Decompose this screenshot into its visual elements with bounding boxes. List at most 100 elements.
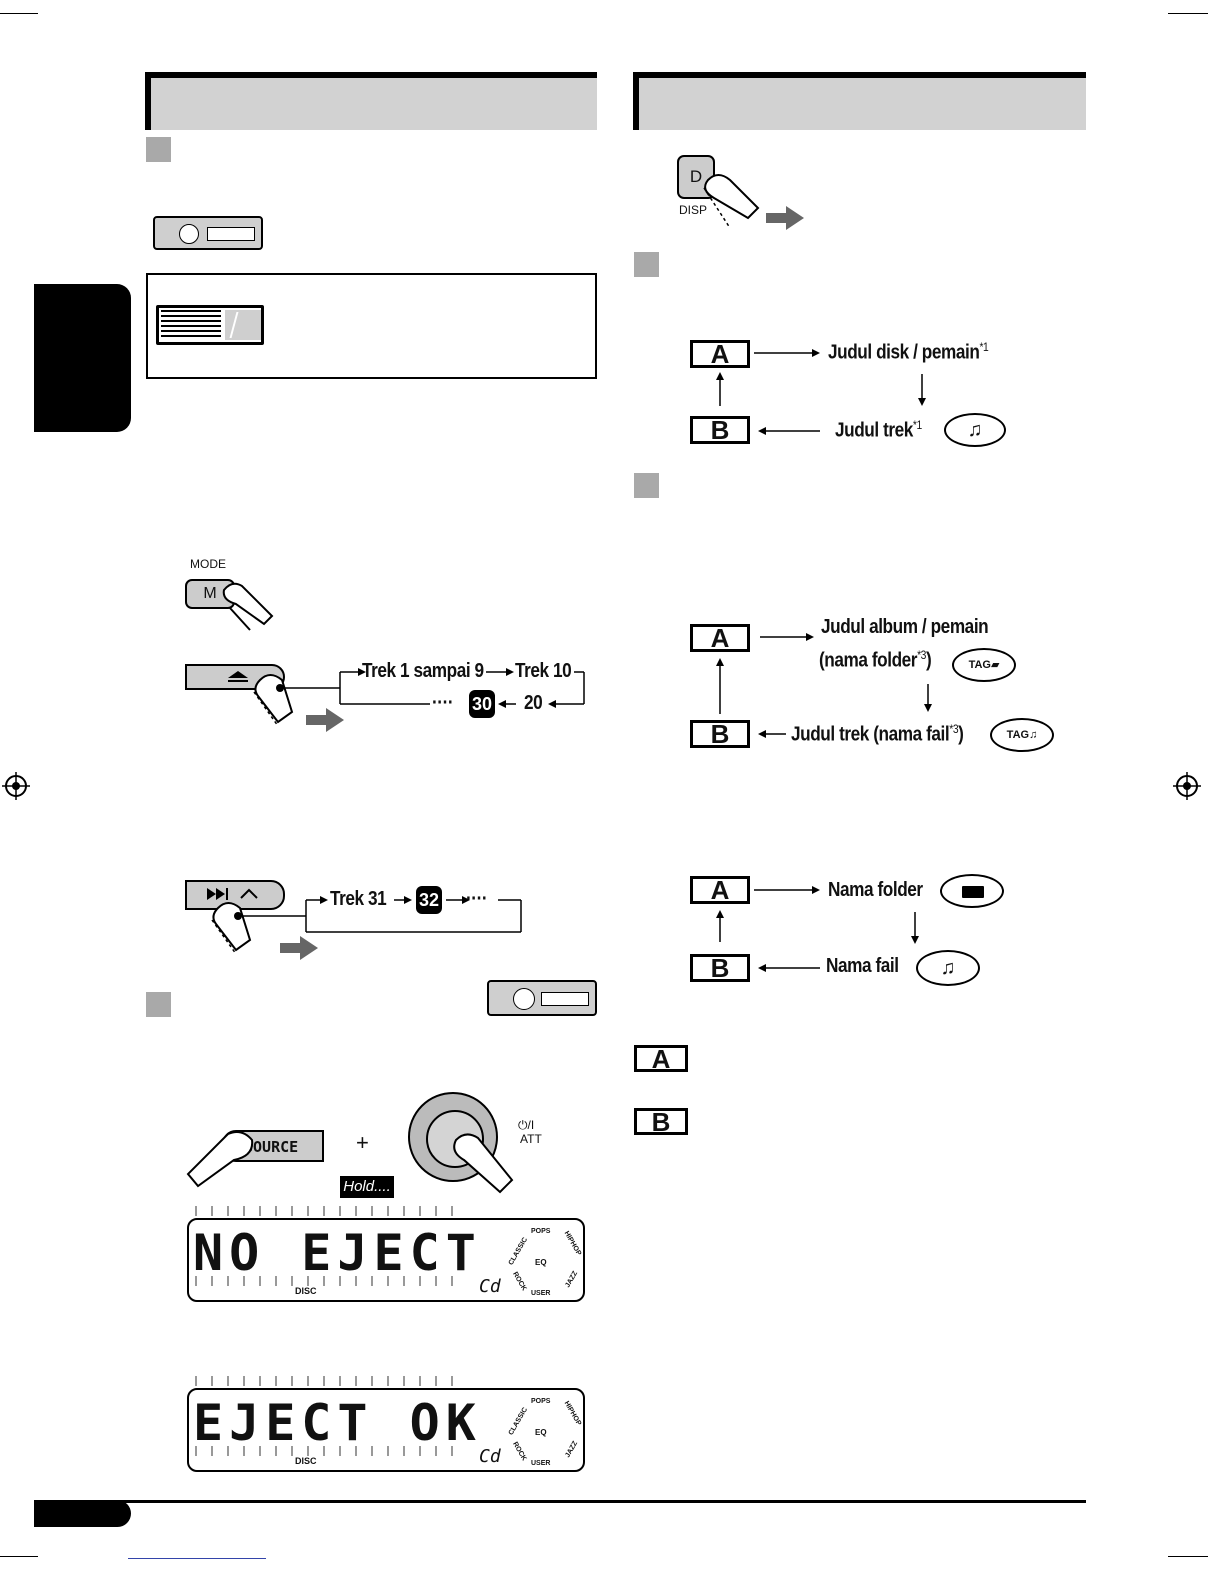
flow3-box-a: A bbox=[690, 876, 750, 904]
disc-slot-icon bbox=[487, 980, 597, 1016]
crop-mark bbox=[1168, 13, 1208, 14]
eq-user: USER bbox=[531, 1460, 551, 1467]
legend-box-b: B bbox=[634, 1108, 688, 1135]
lcd-display-eject-ok: EJECT OK Cd DISC POPS HIPHOP CLASSIC EQ … bbox=[187, 1388, 585, 1472]
arrow-right-icon bbox=[306, 708, 344, 732]
plus-sign: + bbox=[356, 1130, 369, 1155]
language-tab bbox=[34, 284, 131, 432]
right-section-header bbox=[633, 72, 1086, 130]
track-seq1-dots: ···· bbox=[432, 692, 454, 714]
hold-badge: Hold.... bbox=[340, 1176, 394, 1198]
eq-rock: ROCK bbox=[511, 1270, 528, 1293]
pointing-hand-icon bbox=[211, 902, 252, 955]
power-label: ⏻/I bbox=[518, 1118, 535, 1132]
arrow-right-icon bbox=[766, 206, 804, 230]
pointing-hand-icon bbox=[253, 674, 294, 727]
lcd-main-text: EJECT OK bbox=[193, 1394, 482, 1452]
tag-music-icon: TAG♫ bbox=[990, 718, 1054, 752]
eq-classic: CLASSIC bbox=[507, 1236, 530, 1267]
left-section-header bbox=[145, 72, 597, 130]
step-marker bbox=[634, 252, 659, 277]
eq-hiphop: HIPHOP bbox=[562, 1400, 583, 1427]
att-label: ATT bbox=[520, 1132, 542, 1146]
note-box bbox=[146, 273, 597, 379]
disp-button[interactable]: D bbox=[677, 155, 715, 199]
flow1-box-b: B bbox=[690, 416, 750, 444]
eq-pops: POPS bbox=[531, 1228, 551, 1235]
track-seq2-first: Trek 31 bbox=[330, 888, 387, 910]
track-sequence-lines bbox=[242, 896, 522, 933]
step-marker bbox=[146, 137, 171, 162]
mode-caption: MODE bbox=[190, 557, 226, 571]
music-note-icon: ♫ bbox=[944, 413, 1006, 447]
eq-pops: POPS bbox=[531, 1398, 551, 1405]
lcd-disc-label: DISC bbox=[295, 1286, 317, 1296]
flow1-a-label: Judul disk / pemain*1 bbox=[828, 340, 989, 364]
registration-mark-icon bbox=[1173, 772, 1201, 800]
track-sequence-lines bbox=[282, 668, 585, 708]
flow2-box-b: B bbox=[690, 720, 750, 748]
tag-folder-icon: TAG▰ bbox=[952, 648, 1016, 682]
eq-user: USER bbox=[531, 1290, 551, 1297]
lcd-sub-text: Cd bbox=[479, 1446, 501, 1467]
flow2-box-a: A bbox=[690, 624, 750, 652]
eq-center: EQ bbox=[535, 1428, 547, 1437]
flow3-a-label: Nama folder bbox=[828, 879, 923, 901]
eq-center: EQ bbox=[535, 1258, 547, 1267]
page-number-tab bbox=[34, 1500, 131, 1527]
disc-slot-icon bbox=[153, 216, 263, 250]
lcd-sub-text: Cd bbox=[479, 1276, 501, 1297]
eq-jazz: JAZZ bbox=[564, 1270, 580, 1289]
legend-box-a: A bbox=[634, 1045, 688, 1072]
lcd-flash-ticks bbox=[195, 1376, 465, 1386]
flow2-a-line2: (nama folder*3) bbox=[819, 648, 932, 672]
eject-icon bbox=[228, 671, 248, 682]
flow2-b-label: Judul trek (nama fail*3) bbox=[791, 722, 964, 746]
lcd-flash-ticks bbox=[195, 1206, 465, 1216]
track-seq1-third: 20 bbox=[524, 692, 543, 714]
registration-mark-icon bbox=[2, 772, 30, 800]
flow1-b-label: Judul trek*1 bbox=[835, 418, 922, 442]
pointing-hand-icon bbox=[453, 1133, 514, 1194]
pointing-hand-icon bbox=[222, 582, 274, 631]
flow1-arrows bbox=[716, 349, 926, 435]
cd-changer-icon bbox=[156, 305, 264, 345]
eq-classic: CLASSIC bbox=[507, 1406, 530, 1437]
pointing-hand-icon bbox=[186, 1131, 254, 1188]
flow3-b-label: Nama fail bbox=[826, 955, 899, 977]
flow2-a-line1: Judul album / pemain bbox=[821, 616, 989, 638]
crop-mark bbox=[1168, 1556, 1208, 1557]
source-button-label: SOURCE bbox=[244, 1138, 299, 1156]
arrow-right-icon bbox=[280, 936, 318, 960]
flow1-box-a: A bbox=[690, 340, 750, 368]
pointing-hand-icon bbox=[703, 174, 760, 229]
crop-mark bbox=[0, 1556, 38, 1557]
lcd-flash-ticks bbox=[195, 1276, 465, 1286]
track-seq1-fourth: 30 bbox=[471, 694, 493, 714]
music-note-icon: ♫ bbox=[916, 950, 980, 986]
flow3-box-b: B bbox=[690, 954, 750, 982]
flow2-arrows bbox=[716, 633, 932, 738]
skip-forward-icon bbox=[207, 888, 258, 900]
footer-rule bbox=[34, 1500, 1086, 1503]
lcd-eq-block: POPS HIPHOP CLASSIC EQ ROCK JAZZ USER bbox=[507, 1226, 583, 1298]
eq-rock: ROCK bbox=[511, 1440, 528, 1463]
crop-mark bbox=[0, 13, 38, 14]
track-seq2-second: 32 bbox=[418, 890, 440, 910]
eq-hiphop: HIPHOP bbox=[562, 1230, 583, 1257]
track-seq2-dots: ···· bbox=[466, 888, 488, 910]
eq-jazz: JAZZ bbox=[564, 1440, 580, 1459]
flow3-arrows bbox=[716, 886, 919, 972]
lcd-flash-ticks bbox=[195, 1446, 465, 1456]
mode-key-label: M bbox=[203, 585, 217, 602]
lcd-display-no-eject: NO EJECT Cd DISC POPS HIPHOP CLASSIC EQ … bbox=[187, 1218, 585, 1302]
lcd-eq-block: POPS HIPHOP CLASSIC EQ ROCK JAZZ USER bbox=[507, 1396, 583, 1468]
disp-key-label: D bbox=[689, 167, 703, 186]
step-marker bbox=[146, 992, 171, 1017]
track-seq1-second: Trek 10 bbox=[515, 660, 572, 682]
lcd-main-text: NO EJECT bbox=[193, 1224, 482, 1282]
disp-caption: DISP bbox=[679, 203, 708, 217]
crop-mark bbox=[128, 1558, 266, 1559]
step-marker bbox=[634, 473, 659, 498]
folder-icon bbox=[940, 874, 1004, 908]
